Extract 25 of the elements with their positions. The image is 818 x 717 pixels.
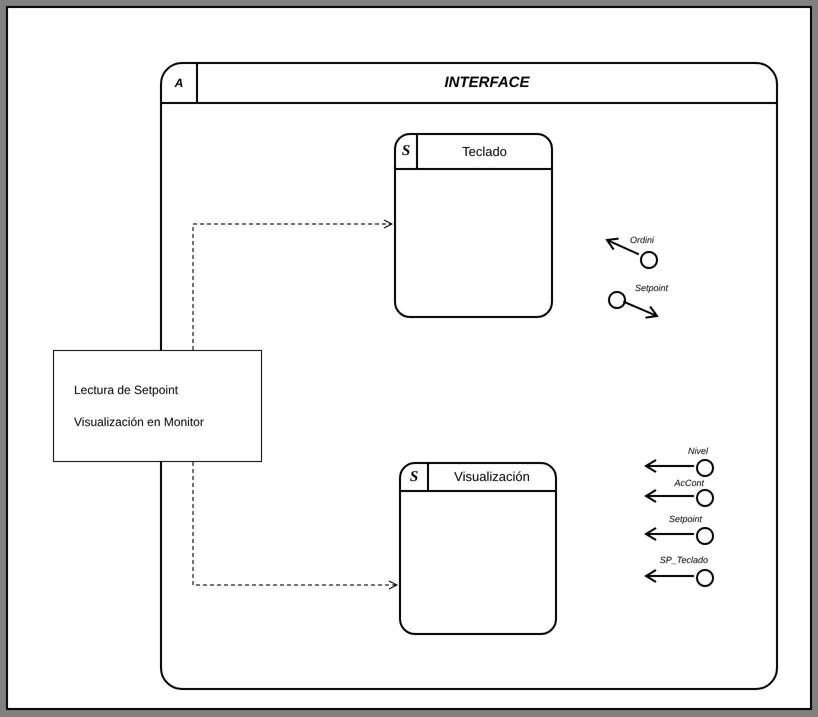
state-box: [394, 133, 553, 318]
arrow: [622, 300, 658, 319]
state-type-label: S: [402, 142, 410, 162]
arrow: [645, 459, 694, 473]
state-name: INTERFACE: [444, 72, 530, 93]
port-label: Nivel: [688, 447, 708, 456]
state-type-label: S: [410, 468, 418, 487]
arrow: [606, 238, 640, 256]
port-label: SP_Teclado: [660, 556, 708, 565]
state-box: [399, 462, 557, 635]
arrow: [645, 569, 694, 583]
dashed-arrow: [192, 462, 398, 590]
state-name: Teclado: [462, 142, 507, 161]
note-tooltip: [53, 350, 262, 462]
port-label: Setpoint: [634, 284, 668, 293]
note-text: Lectura de Setpoint: [74, 382, 180, 399]
arrow: [645, 527, 694, 541]
arrow: [645, 489, 694, 503]
note-text: Visualización en Monitor: [74, 414, 205, 431]
state-name: Visualización: [454, 468, 530, 486]
state-type-label: A: [174, 75, 184, 92]
port-label: Ordini: [630, 236, 654, 245]
port-label: Setpoint: [668, 515, 702, 524]
dashed-arrow: [192, 220, 392, 350]
port-label: AcCont: [674, 479, 704, 488]
